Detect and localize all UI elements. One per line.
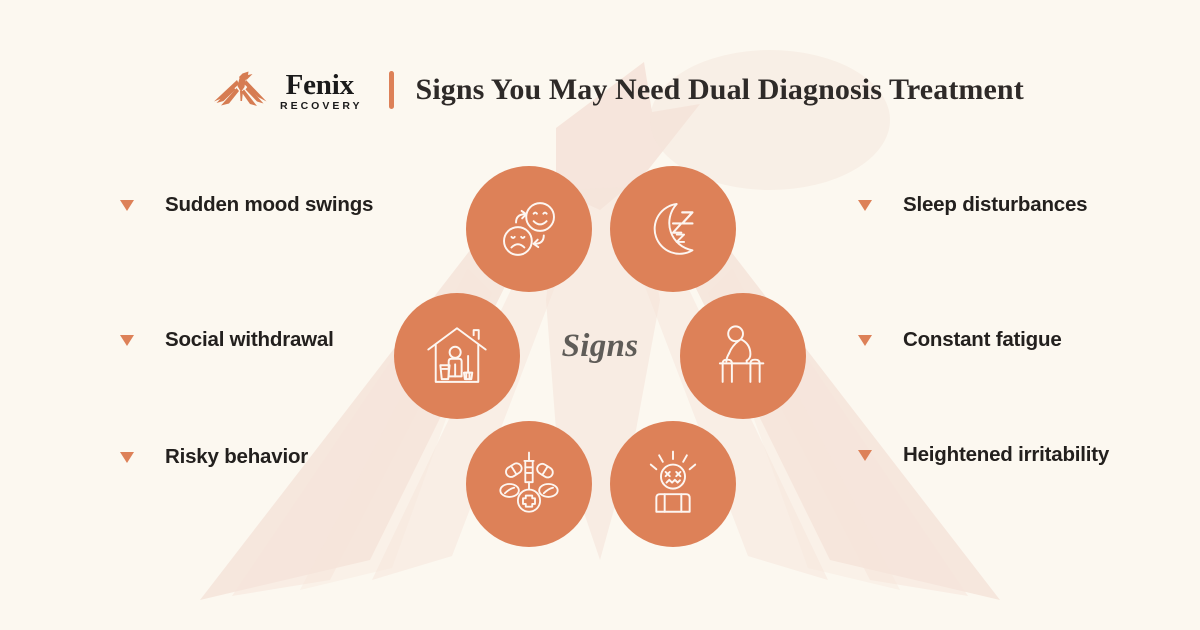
sign-label-heightened-irritability[interactable]: Heightened irritability [856, 442, 1136, 467]
sign-label-risky-behavior[interactable]: Risky behavior [118, 444, 388, 469]
sign-circle-heightened-irritability[interactable] [610, 421, 736, 547]
sign-label-text: Sleep disturbances [903, 193, 1088, 216]
sign-label-text: Risky behavior [165, 445, 309, 468]
triangle-down-icon [858, 335, 872, 346]
triangle-down-icon [858, 200, 872, 211]
crescent-moon-zzz-icon [653, 203, 694, 255]
sign-circle-sudden-mood-swings[interactable] [466, 166, 592, 292]
phoenix-bird-icon [214, 71, 267, 106]
page-title: Signs You May Need Dual Diagnosis Treatm… [415, 73, 1024, 106]
header: Fenix RECOVERY Signs You May Need Dual D… [212, 62, 1024, 118]
sign-label-sleep-disturbances[interactable]: Sleep disturbances [856, 192, 1136, 217]
syringe-and-pills-icon [499, 451, 559, 513]
header-divider [388, 71, 394, 109]
triangle-down-icon [858, 450, 872, 461]
sign-label-text: Sudden mood swings [165, 193, 374, 216]
tired-person-on-walker-icon [718, 325, 765, 383]
center-label: Signs [561, 328, 639, 364]
person-alone-in-house-icon [427, 327, 487, 383]
sign-circle-risky-behavior[interactable] [466, 421, 592, 547]
sign-circle-social-withdrawal[interactable] [394, 293, 520, 419]
brand-tagline: RECOVERY [280, 99, 363, 112]
sign-label-constant-fatigue[interactable]: Constant fatigue [856, 327, 1136, 352]
sign-circle-sleep-disturbances[interactable] [610, 166, 736, 292]
brand-name: Fenix [285, 68, 354, 101]
sign-label-text: Social withdrawal [165, 328, 334, 351]
brand-wordmark: Fenix RECOVERY [277, 69, 363, 112]
sign-label-social-withdrawal[interactable]: Social withdrawal [118, 327, 388, 352]
sign-label-text: Heightened irritability [903, 443, 1110, 466]
brand-logo[interactable]: Fenix RECOVERY [212, 69, 363, 112]
sign-label-text: Constant fatigue [903, 328, 1062, 351]
angry-face-person-icon [649, 450, 697, 513]
triangle-down-icon [120, 335, 134, 346]
sign-circle-constant-fatigue[interactable] [680, 293, 806, 419]
mood-swap-faces-icon [503, 202, 555, 256]
triangle-down-icon [120, 200, 134, 211]
sign-label-sudden-mood-swings[interactable]: Sudden mood swings [118, 192, 388, 217]
triangle-down-icon [120, 452, 134, 463]
